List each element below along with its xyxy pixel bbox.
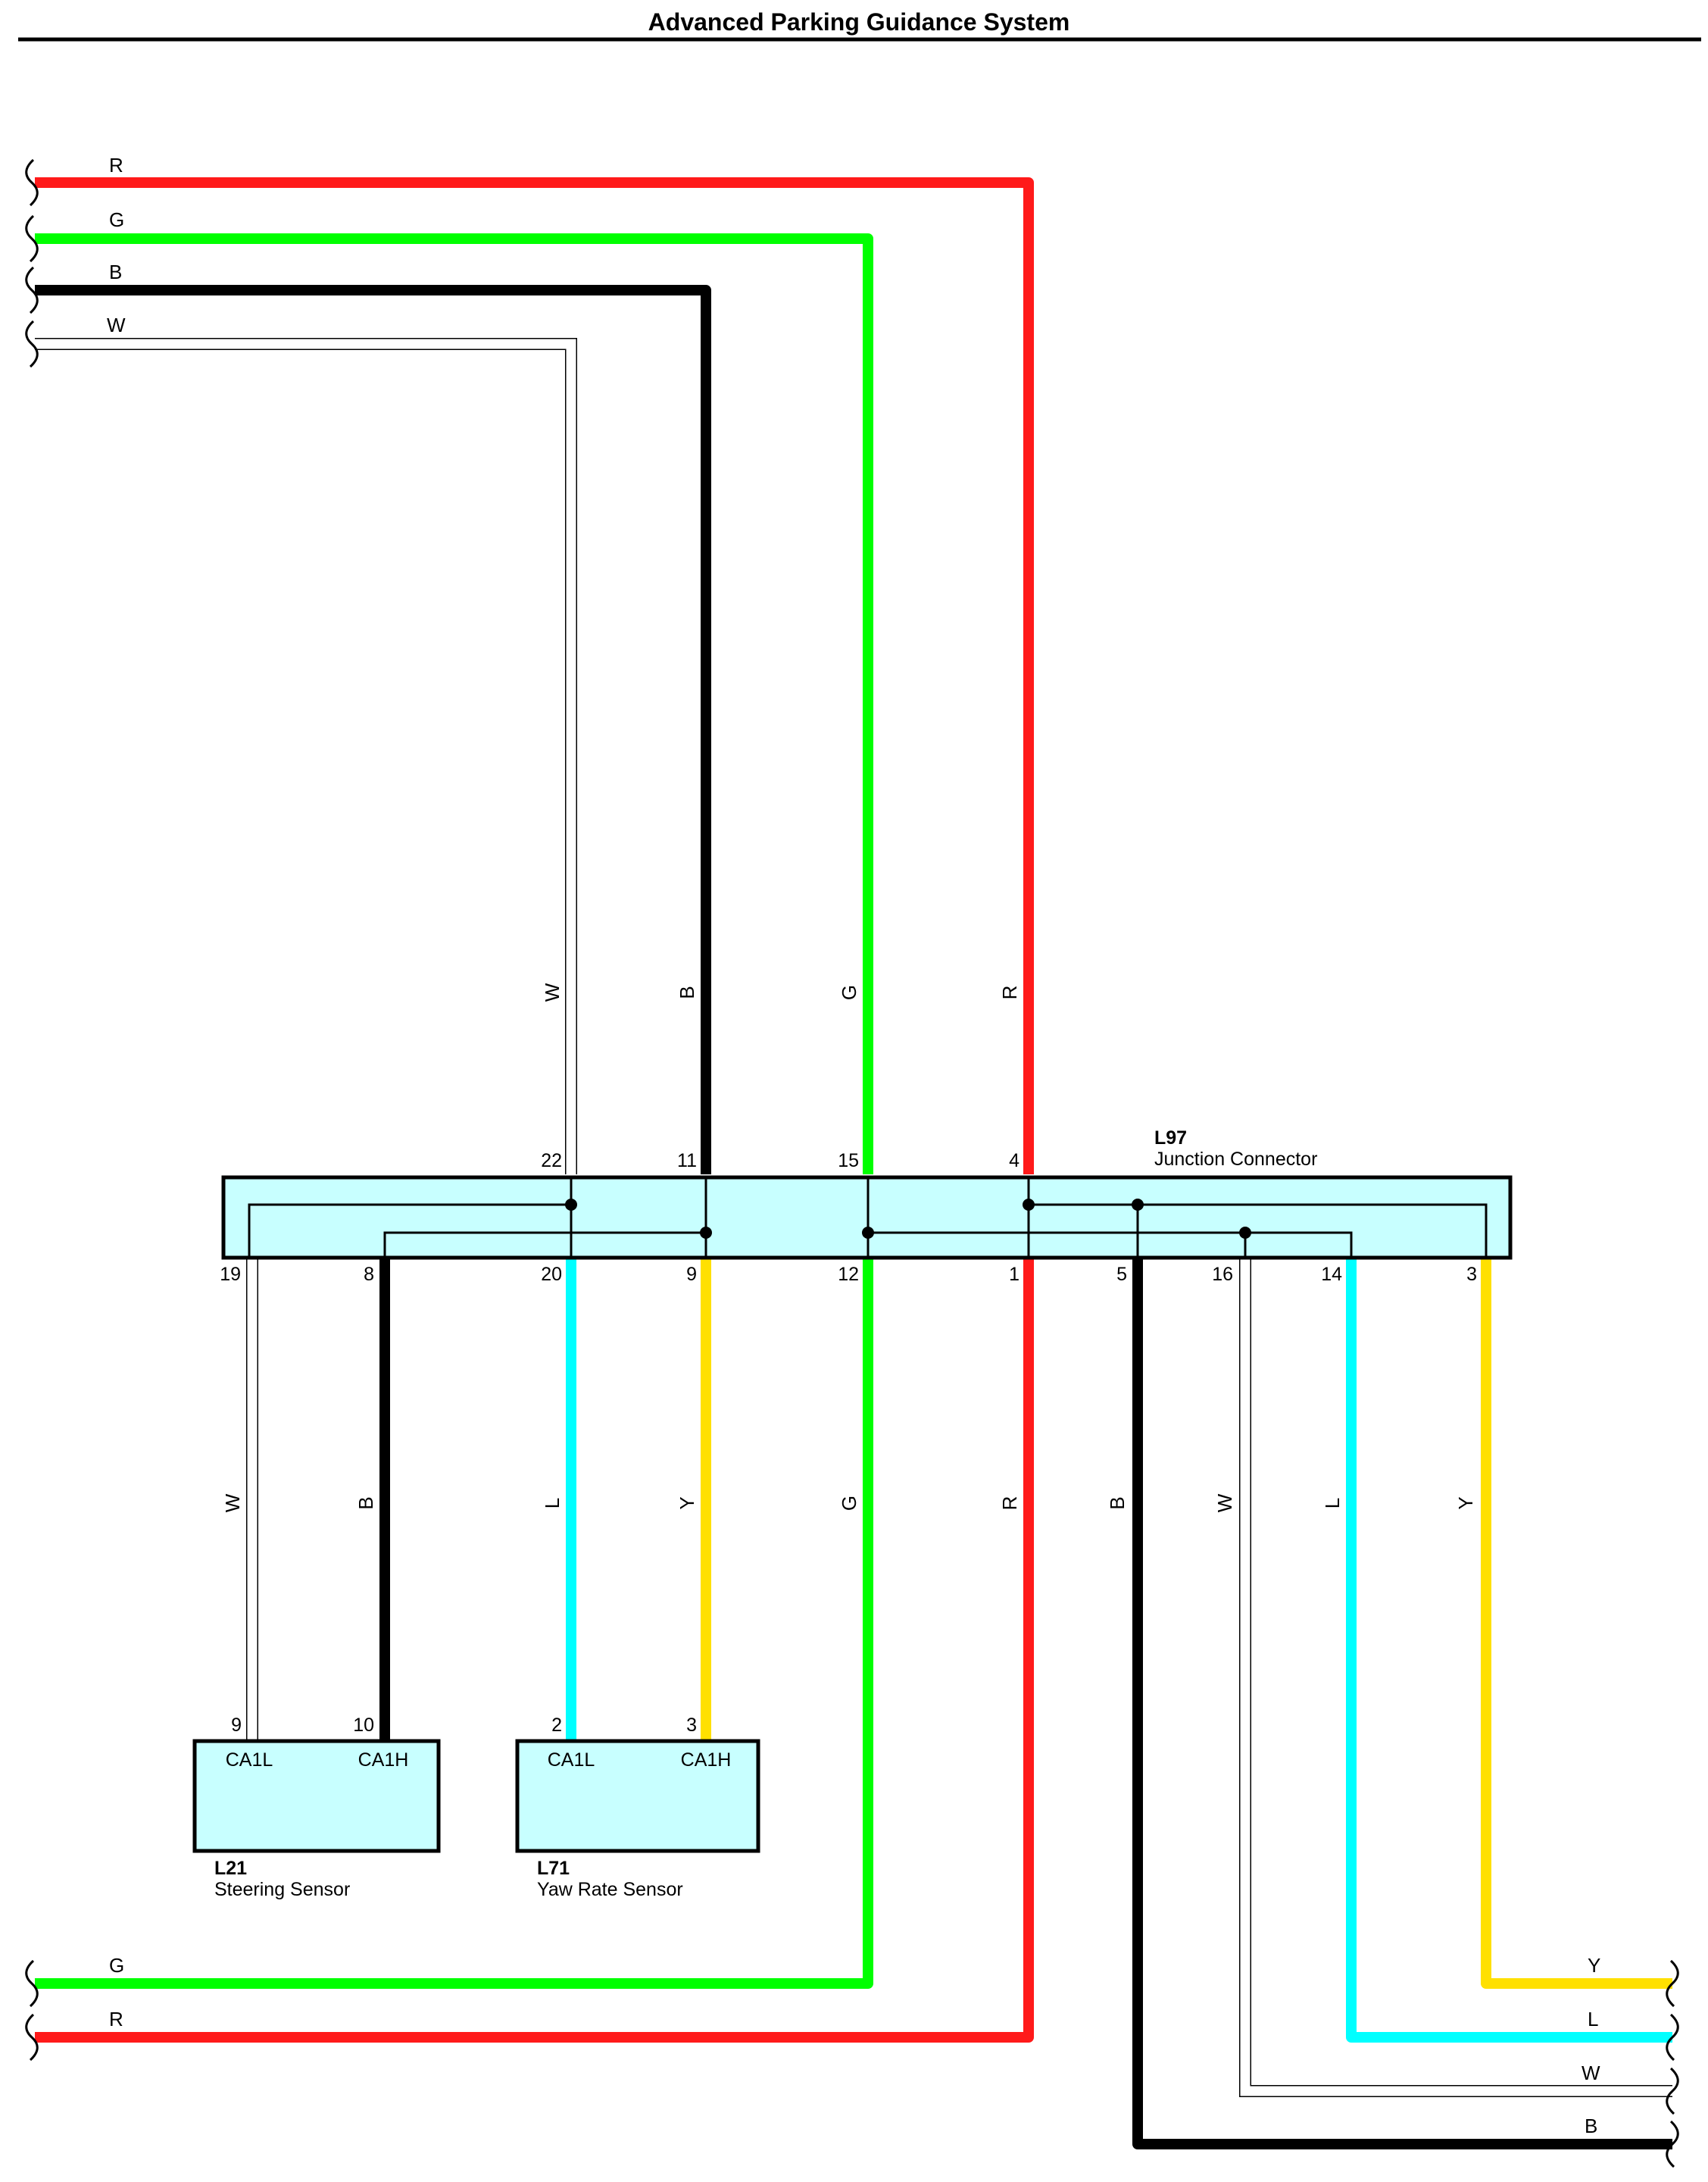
jc-bottom-pin: 20 xyxy=(541,1264,562,1285)
lower-left-label-G: G xyxy=(109,1954,124,1977)
wire-pin16-W xyxy=(1239,1259,1672,2097)
lower-right-label-W: W xyxy=(1582,2062,1600,2084)
component-L21-id: L21 xyxy=(214,1858,247,1879)
junction-internal-bus xyxy=(248,1177,1488,1259)
junction-connector-L97: L97 Junction Connector 22 11 15 4 19 8 2… xyxy=(220,1127,1513,1285)
page-title: Advanced Parking Guidance System xyxy=(648,8,1070,36)
component-L21-name: Steering Sensor xyxy=(214,1879,350,1900)
upper-left-label-R: R xyxy=(109,154,123,177)
jc-bottom-pin: 16 xyxy=(1212,1264,1233,1285)
component-L21-pin-label: CA1L xyxy=(226,1749,273,1771)
component-L21: 9 10 CA1L CA1H L21 Steering Sensor xyxy=(192,1715,441,1900)
junction-connector-name: Junction Connector xyxy=(1154,1149,1317,1170)
lower-right-label-Y: Y xyxy=(1588,1954,1600,1977)
junction-splice-dots xyxy=(565,1199,1251,1239)
lower-vert-label-R: R xyxy=(998,1496,1021,1511)
jc-bottom-pin: 1 xyxy=(1009,1264,1019,1285)
lower-vert-label-Y1: Y xyxy=(676,1496,698,1509)
lower-vert-label-W2: W xyxy=(1213,1493,1236,1512)
component-L71-body xyxy=(515,1739,760,1853)
wire-pin3-Y xyxy=(1481,1259,1672,1989)
jc-bottom-pin: 3 xyxy=(1466,1264,1477,1285)
lower-vert-label-Y2: Y xyxy=(1454,1496,1477,1509)
jc-bottom-pin: 9 xyxy=(686,1264,697,1285)
wire-top-G xyxy=(35,233,873,1174)
lower-vert-label-B2: B xyxy=(1106,1496,1129,1509)
lower-vert-label-G: G xyxy=(838,1496,860,1511)
component-L21-pin: 9 xyxy=(231,1715,242,1736)
lower-vert-label-L1: L xyxy=(541,1498,564,1508)
junction-connector-id: L97 xyxy=(1154,1127,1187,1149)
component-L71-pin-label: CA1H xyxy=(681,1749,732,1771)
jc-top-pin: 4 xyxy=(1009,1150,1019,1171)
component-L71-name: Yaw Rate Sensor xyxy=(537,1879,683,1900)
component-L71: 2 3 CA1L CA1H L71 Yaw Rate Sensor xyxy=(515,1715,760,1900)
lower-left-label-R: R xyxy=(109,2008,123,2030)
lower-right-break-marks xyxy=(1666,1959,1679,2168)
jc-bottom-pin: 12 xyxy=(838,1264,859,1285)
upper-vert-label-G: G xyxy=(838,985,860,1000)
upper-vert-label-R: R xyxy=(998,986,1021,1000)
upper-left-label-B: B xyxy=(109,261,122,283)
component-L21-pin: 10 xyxy=(353,1715,374,1736)
jc-top-pin: 15 xyxy=(838,1150,859,1171)
component-L71-id: L71 xyxy=(537,1858,570,1879)
wire-top-W xyxy=(35,338,577,1174)
jc-bottom-pin: 8 xyxy=(364,1264,374,1285)
component-L71-pin: 3 xyxy=(686,1715,697,1736)
upper-left-break-marks xyxy=(25,158,39,368)
upper-vert-label-B: B xyxy=(676,986,698,999)
lower-vert-label-L2: L xyxy=(1321,1498,1344,1508)
wire-pin14-L xyxy=(1346,1259,1672,2043)
component-L71-pin-label: CA1L xyxy=(548,1749,595,1771)
wire-pin1-R xyxy=(35,1259,1034,2043)
component-L21-body xyxy=(192,1739,441,1853)
wire-pin12-G xyxy=(35,1259,873,1989)
jc-bottom-pin: 19 xyxy=(220,1264,241,1285)
lower-right-label-L: L xyxy=(1588,2008,1598,2030)
component-L71-pin: 2 xyxy=(551,1715,562,1736)
jc-top-pin: 11 xyxy=(677,1150,697,1171)
jc-bottom-pin: 5 xyxy=(1116,1264,1127,1285)
wire-pin5-B xyxy=(1132,1259,1672,2149)
jc-bottom-pin: 14 xyxy=(1321,1264,1342,1285)
wire-top-R xyxy=(35,177,1034,1174)
lower-left-break-marks xyxy=(25,1959,39,2062)
lower-right-label-B: B xyxy=(1585,2115,1597,2137)
jc-top-pin: 22 xyxy=(541,1150,562,1171)
component-L21-pin-label: CA1H xyxy=(358,1749,409,1771)
upper-left-label-G: G xyxy=(109,208,124,231)
upper-left-label-W: W xyxy=(107,314,126,336)
wire-top-B xyxy=(35,285,711,1174)
lower-vert-label-B1: B xyxy=(354,1496,377,1509)
lower-vert-label-W1: W xyxy=(221,1493,244,1512)
upper-vert-label-W: W xyxy=(541,983,564,1002)
